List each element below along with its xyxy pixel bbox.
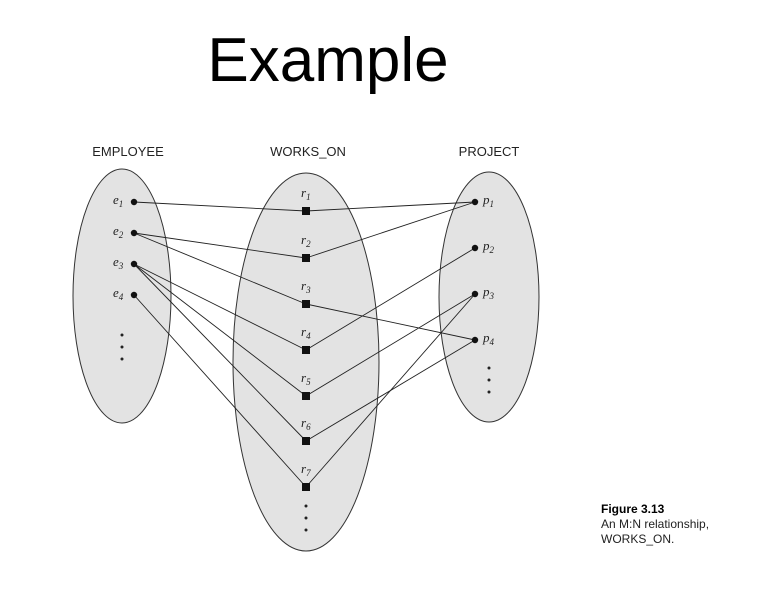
line-e2-r3 [133,232,307,305]
employee-label-e3: e3 [113,254,124,271]
line-e3-r6 [133,263,307,442]
relationship-label-r6: r6 [301,415,311,432]
line-r4-p2 [305,247,476,351]
employee-set-label: EMPLOYEE [92,144,164,159]
project-node-p1 [471,198,479,206]
employee-node-e1 [130,198,138,206]
relationship-node-r4 [302,346,310,354]
relationship-ellipsis-dot [304,528,308,532]
relationship-label-r1: r1 [301,185,311,202]
line-e2-r2 [133,232,307,259]
employee-node-e2 [130,229,138,237]
works-on-instances: r1 r2 r3 r4 r5 r6 r7 [301,185,311,532]
project-entities: p1 p2 p3 p4 [471,192,495,394]
employee-label-e2: e2 [113,223,124,240]
relationship-node-r5 [302,392,310,400]
employee-label-e4: e4 [113,285,124,302]
figure-label: Figure 3.13 [601,502,665,516]
line-e1-r1 [133,201,307,212]
relationship-label-r5: r5 [301,370,311,387]
line-r2-p1 [305,201,476,259]
relationship-label-r7: r7 [301,461,311,478]
relationship-label-r2: r2 [301,232,311,249]
relationship-ellipsis-dot [304,504,308,508]
line-r7-p3 [305,293,476,488]
project-label-p4: p4 [482,330,495,347]
employee-set-ellipse [72,168,172,424]
relationship-node-r1 [302,207,310,215]
employee-node-e3 [130,260,138,268]
relationship-lines [133,201,476,488]
works-on-set-label: WORKS_ON [270,144,346,159]
relationship-label-r4: r4 [301,324,311,341]
project-set-ellipse [438,171,540,423]
project-ellipsis-dot [487,378,491,382]
relationship-node-r6 [302,437,310,445]
project-node-p2 [471,244,479,252]
employee-entities: e1 e2 e3 e4 [113,192,138,361]
employee-ellipsis-dot [120,357,124,361]
line-r1-p1 [305,201,476,212]
project-label-p3: p3 [482,284,495,301]
employee-ellipsis-dot [120,333,124,337]
project-node-p4 [471,336,479,344]
project-label-p1: p1 [482,192,494,209]
relationship-node-r3 [302,300,310,308]
relationship-node-r2 [302,254,310,262]
relationship-node-r7 [302,483,310,491]
project-node-p3 [471,290,479,298]
project-set-label: PROJECT [459,144,520,159]
project-ellipsis-dot [487,366,491,370]
line-e3-r5 [133,263,307,397]
line-r5-p3 [305,293,476,397]
employee-node-e4 [130,291,138,299]
slide-title: Example [207,26,449,95]
project-label-p2: p2 [482,238,495,255]
project-ellipsis-dot [487,390,491,394]
line-e3-r4 [133,263,307,351]
line-e4-r7 [133,294,307,488]
figure-caption-text: An M:N relationship, WORKS_ON. [601,517,710,546]
employee-ellipsis-dot [120,345,124,349]
relationship-ellipsis-dot [304,516,308,520]
works-on-set-ellipse [232,172,380,552]
figure-caption: Figure 3.13 An M:N relationship, WORKS_O… [601,502,751,547]
relationship-label-r3: r3 [301,278,311,295]
employee-label-e1: e1 [113,192,123,209]
line-r3-p4 [305,303,476,341]
